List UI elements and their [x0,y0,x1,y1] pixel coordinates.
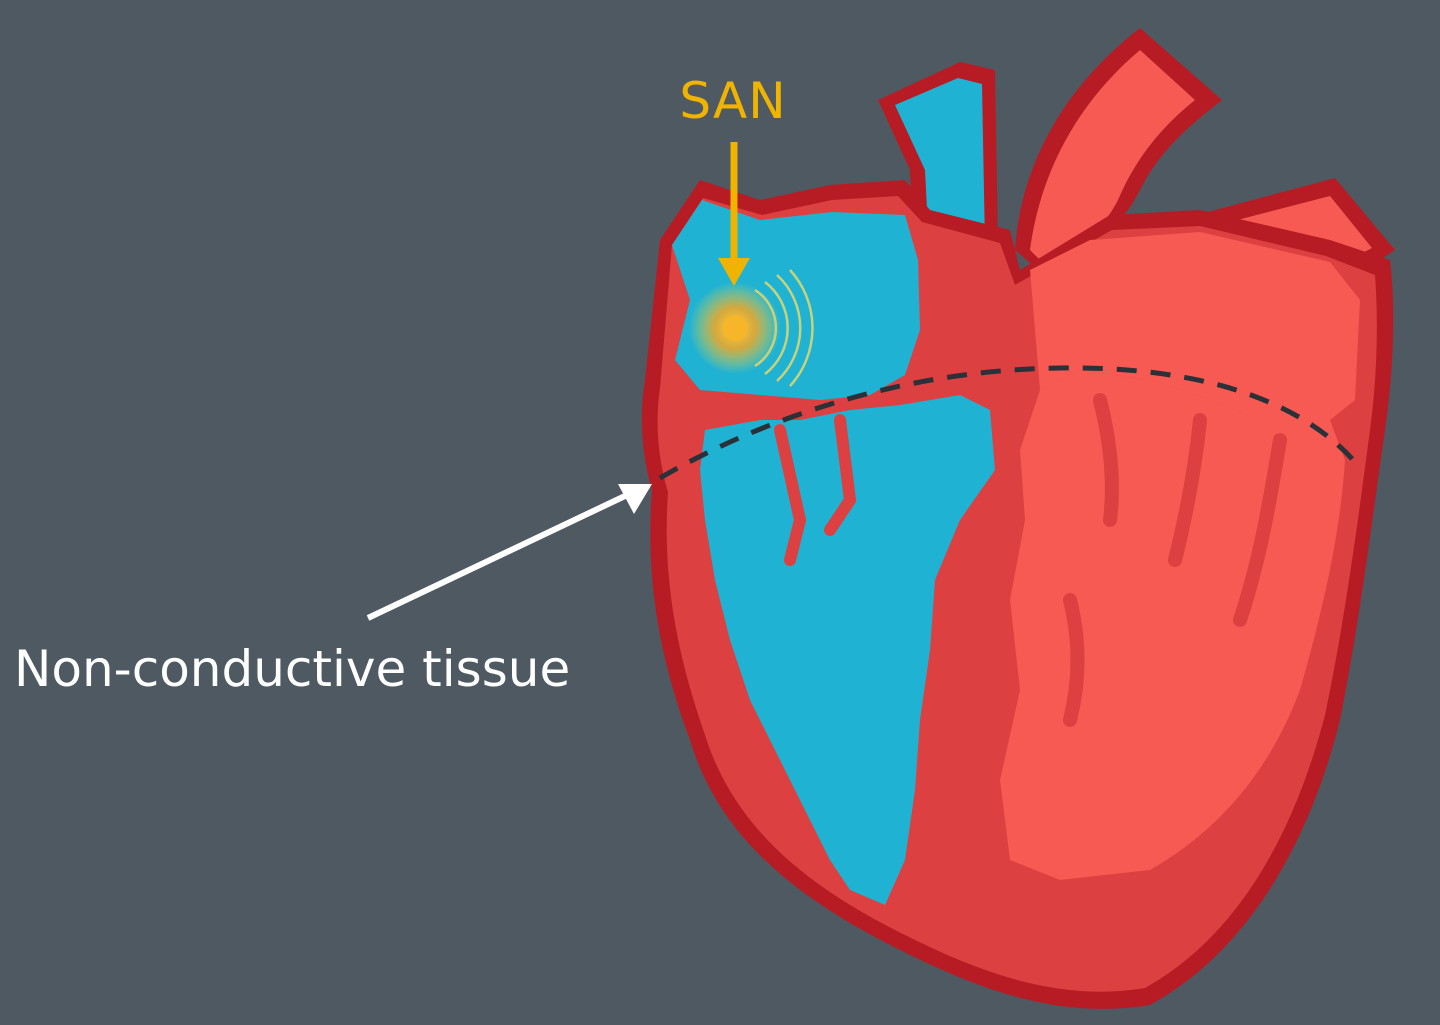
right-septal-notches [774,414,857,566]
san-arrow [718,142,750,286]
san-node-core [722,315,748,341]
left-atrium [1030,232,1360,420]
aortic-arch-lumen [1030,50,1195,268]
right-ventricle [700,395,995,905]
sinoatrial-node [689,269,814,387]
non-conductive-dashed-line [658,365,1357,481]
left-papillary-lines [1063,393,1287,727]
san-pulse-rings [754,269,814,387]
left-ventricle [1000,370,1345,880]
tissue-arrow [366,484,652,621]
tissue-label: Non-conductive tissue [14,640,570,698]
san-label: SAN [679,72,786,130]
